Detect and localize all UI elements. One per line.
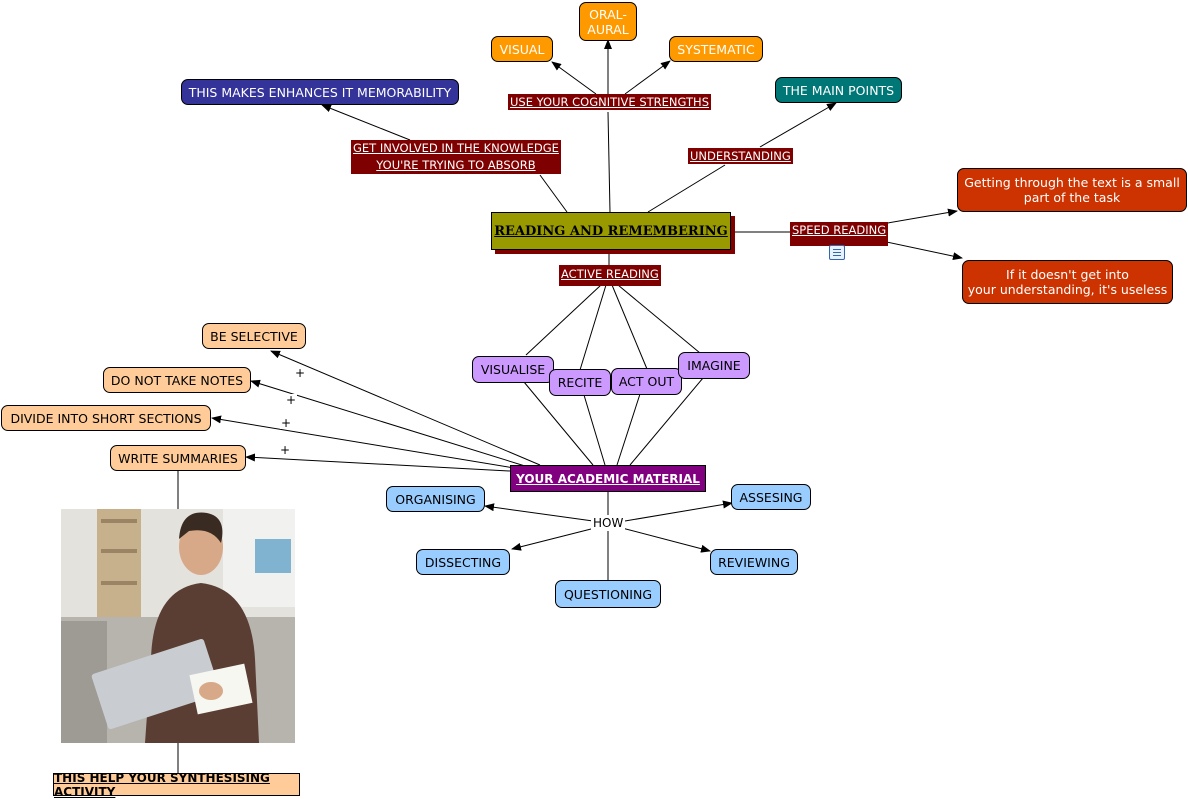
assesing-node: ASSESING — [731, 484, 811, 510]
plus-label: + — [279, 443, 292, 457]
plus-label: + — [294, 366, 307, 380]
main-points-node: THE MAIN POINTS — [775, 77, 902, 103]
act-out-node: ACT OUT — [611, 368, 682, 395]
how-label: HOW — [591, 516, 626, 530]
visualise-node: VISUALISE — [472, 356, 554, 383]
organising-node: ORGANISING — [386, 486, 485, 512]
memorability-node: THIS MAKES ENHANCES IT MEMORABILITY — [181, 79, 459, 105]
dissecting-node: DISSECTING — [416, 549, 510, 575]
be-selective-node: BE SELECTIVE — [202, 323, 306, 349]
active-reading-link: ACTIVE READING — [559, 265, 661, 286]
photo-man-with-laptop — [61, 509, 295, 743]
plus-label: + — [280, 416, 293, 430]
speed-point-useless-node: If it doesn't get into your understandin… — [962, 260, 1173, 304]
systematic-node: SYSTEMATIC — [669, 36, 763, 62]
visual-node: VISUAL — [491, 36, 553, 62]
reviewing-node: REVIEWING — [710, 549, 798, 575]
get-involved-link: GET INVOLVED IN THE KNOWLEDGE YOU'RE TRY… — [351, 140, 561, 174]
recite-node: RECITE — [549, 369, 611, 396]
do-not-take-notes-node: DO NOT TAKE NOTES — [103, 367, 251, 393]
synthesising-activity-node: THIS HELP YOUR SYNTHESISING ACTIVITY — [53, 771, 300, 799]
speed-reading-link: SPEED READING — [790, 222, 889, 246]
imagine-node: IMAGINE — [678, 352, 750, 379]
divide-into-sections-node: DIVIDE INTO SHORT SECTIONS — [1, 405, 211, 431]
write-summaries-node: WRITE SUMMARIES — [110, 445, 246, 471]
plus-label: + — [285, 393, 298, 407]
oral-aural-node: ORAL- AURAL — [579, 2, 637, 41]
cognitive-strengths-link: USE YOUR COGNITIVE STRENGTHS — [508, 94, 711, 110]
reading-and-remembering-node: READING AND REMEMBERING — [491, 212, 731, 250]
understanding-link: UNDERSTANDING — [688, 148, 793, 164]
questioning-node: QUESTIONING — [555, 580, 661, 608]
link-root-cognitive — [607, 111, 611, 213]
speed-point-task-node: Getting through the text is a small part… — [957, 168, 1187, 212]
photo-illustration — [61, 509, 295, 743]
academic-material-node: YOUR ACADEMIC MATERIAL — [510, 465, 706, 492]
note-icon[interactable] — [829, 245, 845, 260]
